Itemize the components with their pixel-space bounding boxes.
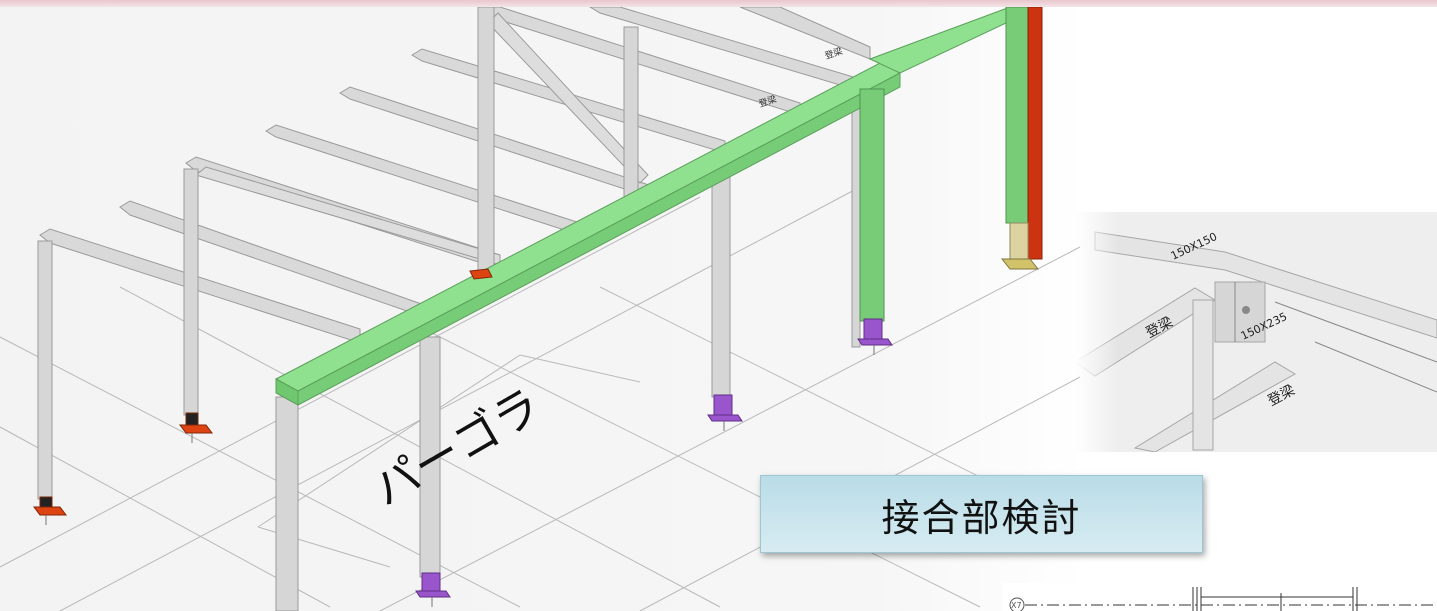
pergola-3d-model: 登梁 登梁 パーゴラ [0,7,1081,611]
detail-beams [1075,231,1437,452]
title-box: 接合部検討 [760,475,1203,553]
top-band [0,0,1437,7]
plan-lines [1025,587,1437,611]
joint-detail-inset: 150X150 150X235 登梁 登梁 [1075,212,1437,452]
red-column [1027,7,1043,260]
purple-bases [415,318,893,598]
braces [194,12,649,266]
detail-dims [1234,282,1437,393]
bolt-hole [1242,306,1250,314]
grid-bubble [1009,597,1025,611]
slide-title: 接合部検討 [881,495,1082,540]
green-ridge-beam [274,7,1041,406]
area-label: パーゴラ [364,378,550,517]
beam-tag-1: 登梁 [823,45,844,62]
plan-drawing: X7 [1009,587,1437,611]
tan-column-stub [1009,222,1029,264]
grid-label: X7 [1011,601,1022,610]
tan-base-plate [1000,258,1040,270]
joint-detail-model: 150X150 150X235 登梁 登梁 [1075,212,1437,452]
plan-drawing-strip: X7 [1003,583,1437,611]
pergola-3d-view: 登梁 登梁 パーゴラ [0,7,1085,611]
red-bases [33,268,493,516]
anchor-bolts [45,345,875,607]
